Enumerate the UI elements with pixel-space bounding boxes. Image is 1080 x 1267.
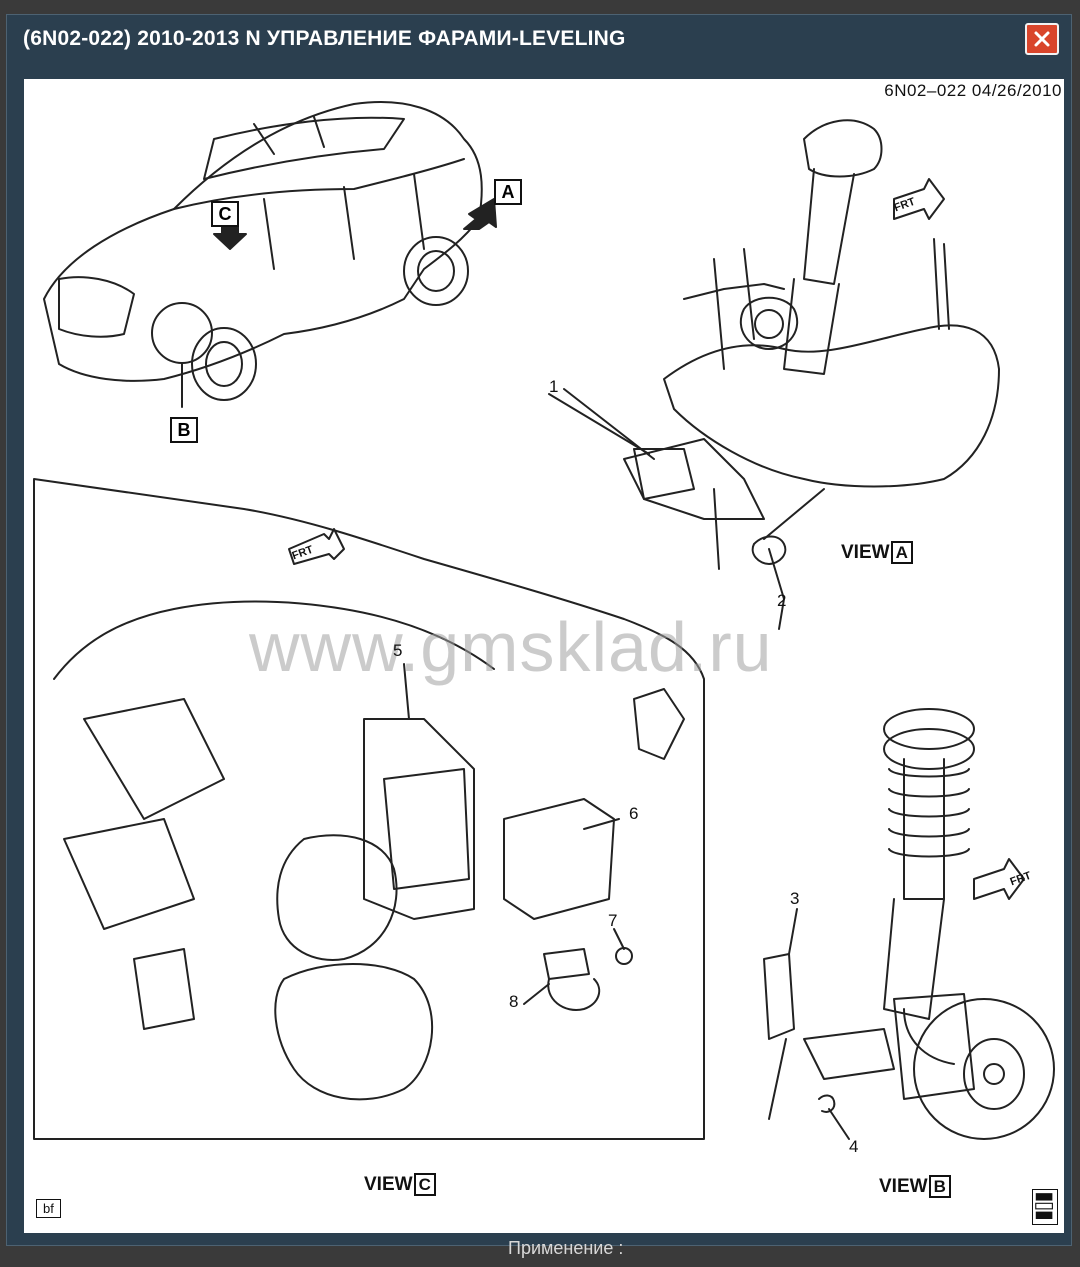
watermark: www.gmsklad.ru — [249, 608, 773, 686]
leader-4 — [828, 1108, 850, 1140]
close-x-icon — [1034, 31, 1050, 47]
callout-8: 8 — [509, 992, 519, 1011]
view-c-illustration — [33, 478, 705, 1140]
leader-8 — [523, 983, 550, 1005]
background-partial-text: Применение : — [508, 1238, 624, 1258]
callout-7: 7 — [608, 911, 618, 930]
marker-a: A — [494, 179, 522, 205]
leader-5 — [403, 663, 410, 720]
diagram-canvas: 6N02–022 04/26/2010 www.gmsklad.ru C A B… — [24, 79, 1064, 1233]
view-b-illustration — [763, 708, 1055, 1140]
marker-b: B — [170, 417, 198, 443]
leader-6 — [583, 818, 620, 830]
parts-diagram — [33, 101, 1055, 1140]
marker-c: C — [211, 201, 239, 227]
leader-7 — [613, 928, 625, 950]
window-title: (6N02-022) 2010-2013 N УПРАВЛЕНИЕ ФАРАМИ… — [23, 27, 626, 50]
leader-3 — [788, 908, 798, 955]
callout-4: 4 — [849, 1137, 859, 1156]
close-button[interactable] — [1025, 23, 1059, 55]
callout-1: 1 — [549, 377, 559, 396]
callout-5: 5 — [393, 641, 403, 660]
callout-6: 6 — [629, 804, 639, 823]
vehicle-illustration — [43, 101, 497, 408]
dialog-window: (6N02-022) 2010-2013 N УПРАВЛЕНИЕ ФАРАМИ… — [6, 14, 1072, 1246]
callout-3: 3 — [790, 889, 800, 908]
leader-2 — [778, 598, 785, 630]
titlebar: (6N02-022) 2010-2013 N УПРАВЛЕНИЕ ФАРАМИ… — [7, 15, 1071, 63]
callout-2: 2 — [777, 591, 787, 610]
diagram-code-date: 6N02–022 04/26/2010 — [884, 81, 1062, 100]
footer-tag: bf — [36, 1199, 61, 1218]
view-a-illustration — [563, 119, 1000, 600]
leader-1 — [548, 393, 650, 455]
document-icon — [1032, 1189, 1058, 1225]
